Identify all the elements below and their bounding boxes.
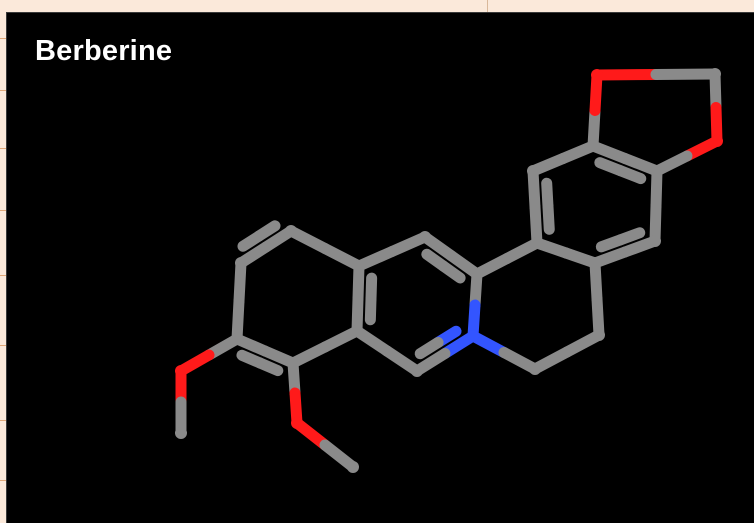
margin-rule: [0, 210, 10, 211]
margin-rule: [0, 420, 10, 421]
bond-stick: [589, 257, 603, 305]
double-bond-stick: [365, 272, 378, 305]
margin-rule: [0, 275, 10, 276]
atom-C: [709, 68, 721, 80]
bond-stick: [351, 325, 393, 357]
atom-C: [347, 461, 359, 473]
atom-C: [285, 225, 297, 237]
atom-C: [649, 235, 661, 247]
bond-stick: [381, 345, 423, 377]
double-bond-stick: [614, 165, 647, 185]
bond-stick: [591, 293, 605, 341]
atom-C: [529, 363, 541, 375]
atom-C: [351, 325, 363, 337]
molecule-name: Berberine: [35, 35, 173, 67]
double-bond-stick: [254, 357, 284, 377]
bond-stick: [529, 346, 573, 375]
margin-rule: [0, 90, 10, 91]
bond-stick: [386, 231, 431, 257]
atom-C: [287, 357, 299, 369]
bond-stick: [285, 225, 331, 254]
atom-C: [175, 427, 187, 439]
margin-rule: [0, 345, 10, 346]
double-bond-stick: [541, 177, 554, 212]
molecule-structure[interactable]: [7, 13, 754, 523]
bond-stick: [650, 68, 721, 80]
double-bond-stick: [437, 260, 466, 284]
atom-N: [467, 330, 479, 342]
atom-C: [587, 140, 599, 152]
atom-O: [175, 365, 187, 377]
atom-O: [291, 417, 303, 429]
atom-C: [353, 260, 365, 272]
bond-stick: [591, 69, 662, 81]
atom-C: [593, 329, 605, 341]
atom-C: [235, 257, 247, 269]
double-bond-stick: [595, 234, 627, 253]
bond-stick: [233, 257, 247, 307]
bond-stick: [319, 243, 365, 272]
atom-O: [711, 135, 723, 147]
double-bond-stick: [414, 336, 444, 360]
bond-stick: [561, 329, 605, 358]
double-bond-stick: [237, 230, 265, 252]
atom-C: [531, 237, 543, 249]
bond-stick: [527, 165, 541, 213]
bond-stick: [353, 246, 398, 272]
atom-C: [411, 365, 423, 377]
column-divider: [487, 0, 488, 12]
bond-stick: [529, 201, 543, 249]
margin-rule: [0, 38, 10, 39]
atom-C: [419, 231, 431, 243]
atom-C: [589, 257, 601, 269]
atom-C: [651, 165, 663, 177]
atom-O: [591, 69, 603, 81]
margin-rule: [0, 148, 10, 149]
atom-C: [231, 333, 243, 345]
margin-rule: [0, 480, 10, 481]
bond-stick: [231, 295, 245, 345]
atom-C: [471, 268, 483, 280]
molecule-viewer[interactable]: Berberine: [6, 12, 754, 523]
atom-C: [527, 165, 539, 177]
